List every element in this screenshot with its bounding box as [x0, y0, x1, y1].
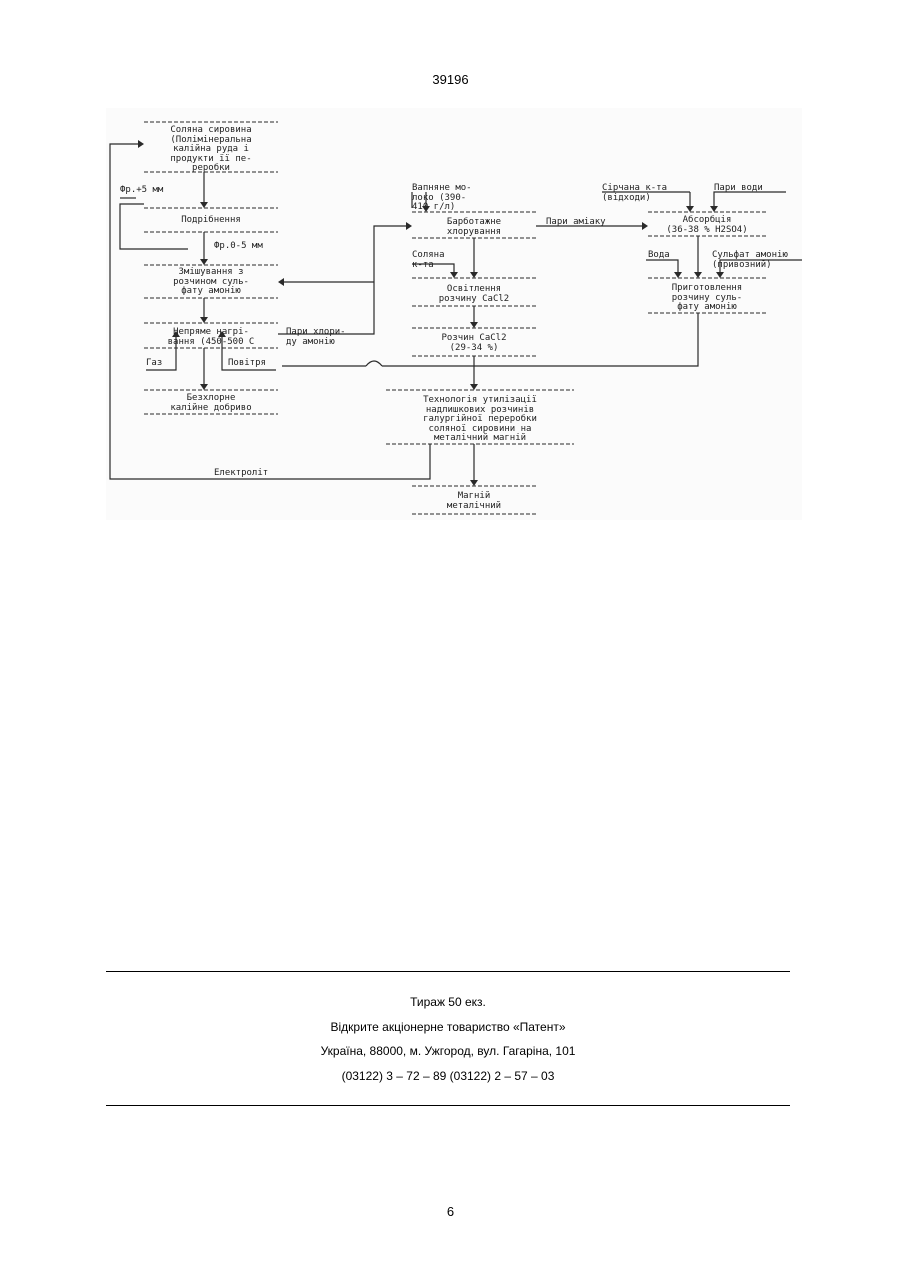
ammonia-vapor-label: Пари аміаку [546, 218, 606, 228]
electrolyte-label: Електроліт [214, 469, 268, 479]
company-phones: (03122) 3 – 72 – 89 (03122) 2 – 57 – 03 [106, 1068, 790, 1093]
footer-top-rule [106, 971, 790, 972]
box-borders [144, 122, 766, 514]
ammonium-chloride-vapor-label: Пари хлори- ду амонію [286, 328, 346, 347]
water-label: Вода [648, 251, 670, 261]
hydrochloric-acid-label: Соляна к-та [412, 251, 445, 270]
company-name: Відкрите акціонерне товариство «Патент» [106, 1019, 790, 1044]
circulation-text: Тираж 50 екз. [106, 994, 790, 1019]
absorption-box: Абсорбція (36-38 % H2SO4) [650, 216, 764, 235]
chlorine-free-fertilizer-box: Безхлорне калійне добриво [146, 394, 276, 413]
cacl2-solution-box: Розчин CaCl2 (29-34 %) [414, 334, 534, 353]
fraction-coarse-label: Фр.+5 мм [120, 186, 163, 196]
footer-bottom-rule [106, 1105, 790, 1106]
fraction-fine-label: Фр.0-5 мм [214, 242, 263, 252]
page-number: 6 [0, 1204, 901, 1219]
mixing-box: Змішування з розчином суль- фату амонію [146, 268, 276, 297]
document-number: 39196 [0, 72, 901, 87]
crushing-box: Подрібнення [146, 216, 276, 226]
utilization-technology-box: Технологія утилізації надлишкових розчин… [388, 396, 572, 444]
ammonium-sulfate-import-label: Сульфат амонію (привозний) [712, 251, 788, 270]
raw-material-box: Соляна сировина (Полімінеральна калійна … [146, 126, 276, 174]
bubbling-chlorination-box: Барботажне хлорування [414, 218, 534, 237]
company-address: Україна, 88000, м. Ужгород, вул. Гагарін… [106, 1043, 790, 1068]
lime-milk-label: Вапняне мо- локо (390- 410 г/л) [412, 184, 472, 213]
gas-label: Газ [146, 359, 162, 369]
water-vapor-label: Пари води [714, 184, 763, 194]
magnesium-box: Магній металічний [414, 492, 534, 511]
heating-box: Непряме нагрі- вання (450-500 С [146, 328, 276, 347]
sulfuric-acid-label: Сірчана к-та (відходи) [602, 184, 667, 203]
prep-solution-box: Приготовлення розчину суль- фату амонію [650, 284, 764, 313]
clarification-box: Освітлення розчину CaCl2 [414, 285, 534, 304]
process-flowchart: Соляна сировина (Полімінеральна калійна … [106, 108, 802, 520]
publisher-footer: Тираж 50 екз. Відкрите акціонерне товари… [106, 994, 790, 1092]
air-label: Повітря [228, 359, 266, 369]
